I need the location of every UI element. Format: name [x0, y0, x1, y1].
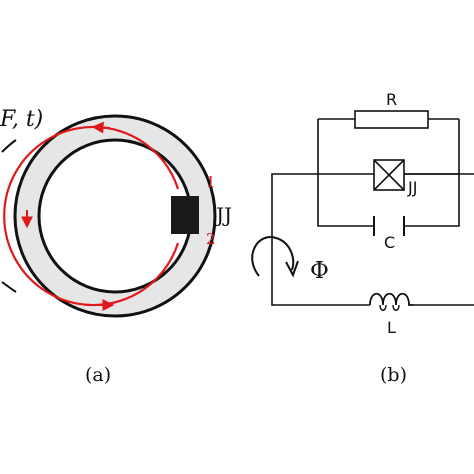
current-arrow-top: [91, 121, 111, 134]
branch-left: [317, 119, 374, 227]
panel-b-labels: R JJ C Φ L (b): [310, 90, 417, 386]
junction-block: [171, 196, 199, 234]
terminal-2-label: 2: [206, 230, 216, 248]
wire-top-left: [271, 173, 374, 306]
flux-label: Φ: [310, 258, 329, 284]
resistor: [354, 110, 429, 129]
current-loop: [3, 125, 180, 307]
junction-label: JJ: [214, 203, 232, 227]
inductor-label: L: [387, 318, 396, 337]
field-line-top: [1, 139, 17, 153]
inductor-loops: [379, 304, 400, 311]
junction-b-label: JJ: [407, 178, 417, 197]
field-line-bottom: [1, 281, 17, 293]
panel-b: [251, 110, 474, 311]
inductor: [369, 292, 414, 306]
terminal-1-label: 1: [206, 173, 216, 191]
caption-a: (a): [85, 364, 111, 386]
junction-cross: [373, 159, 405, 191]
caption-b: (b): [380, 364, 407, 386]
flux-arrow-head: [285, 260, 299, 278]
panel-a: F, t) 1 2 JJ (a): [0, 107, 232, 386]
resistor-label: R: [386, 90, 397, 109]
flux-arrow-arc: [251, 236, 295, 277]
capacitor-label: C: [384, 233, 395, 252]
field-label: F, t): [0, 107, 43, 132]
branch-right: [404, 119, 460, 227]
